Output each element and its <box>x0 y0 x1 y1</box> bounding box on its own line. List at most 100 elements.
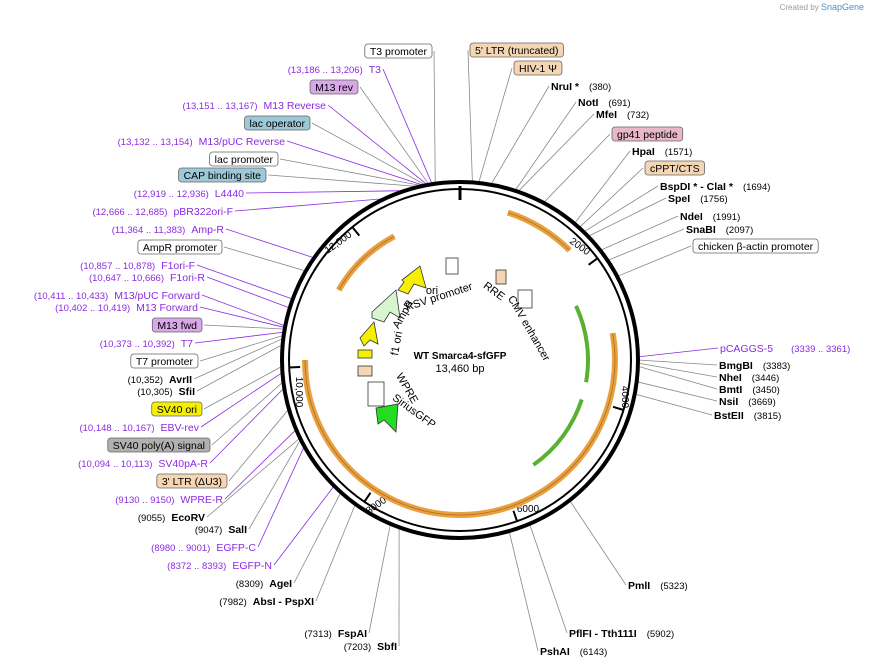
feature-box <box>692 238 819 254</box>
enzyme-position: (3383) <box>763 361 790 372</box>
primer-name: F1ori-R <box>170 272 205 284</box>
label-egfp-c: EGFP-C(8980 .. 9001) <box>151 542 256 554</box>
primer-position: (10,402 .. 10,419) <box>55 303 130 314</box>
primer-position: (10,094 .. 10,113) <box>78 459 152 470</box>
enzyme-name: SnaBI <box>686 224 716 236</box>
feature-box <box>209 151 279 167</box>
feature-arc-edge <box>507 212 570 251</box>
primer-position: (10,647 .. 10,666) <box>89 273 164 284</box>
primer-name: M13/pUC Reverse <box>199 136 286 148</box>
f1-ori-arrow <box>359 321 379 347</box>
primer-name: WPRE-R <box>180 494 223 506</box>
feature-box <box>611 126 684 142</box>
green-feature-arc <box>532 398 584 467</box>
leader-line <box>200 372 283 428</box>
leader-line <box>382 68 433 185</box>
leader-line <box>617 245 692 277</box>
leader-line <box>517 113 595 192</box>
label-ecorv: EcoRV(9055) <box>138 512 205 524</box>
label-t3-promoter: T3 promoter <box>364 43 433 59</box>
feature-box <box>309 79 359 95</box>
enzyme-name: BspDI * - ClaI * <box>660 181 734 193</box>
feature-label: SV40 ori <box>157 404 197 416</box>
primer-name: EBV-rev <box>160 422 199 434</box>
label-pflfi-tth111i: PflFI - Tth111I(5902) <box>569 628 674 640</box>
leader-line <box>368 523 391 634</box>
enzyme-name: BmtI <box>719 384 742 396</box>
leader-line <box>359 86 430 185</box>
enzyme-position: (732) <box>627 110 649 121</box>
leader-line <box>583 185 659 233</box>
primer-position: (13,132 .. 13,154) <box>118 137 193 148</box>
primer-position: (11,364 .. 11,383) <box>112 225 186 236</box>
feature-label: 5' LTR (truncated) <box>475 45 559 57</box>
leader-line <box>209 387 285 464</box>
enzyme-position: (1571) <box>665 147 692 158</box>
label-3-ltr-u3: 3' LTR (ΔU3) <box>156 473 228 489</box>
primer-name: M13/pUC Forward <box>114 290 200 302</box>
label-mfei: MfeI(732) <box>596 109 649 121</box>
feature-box <box>107 437 211 453</box>
inner-label-ori: ori <box>426 285 438 297</box>
leader-line <box>203 324 285 330</box>
enzyme-name: AvrII <box>169 374 192 386</box>
leader-line <box>607 228 685 261</box>
label-sv40pa-r: SV40pA-R(10,094 .. 10,113) <box>78 458 208 470</box>
primer-name: pCAGGS-5 <box>720 343 773 355</box>
leader-line <box>490 85 550 185</box>
feature-label: chicken β-actin promoter <box>698 241 814 253</box>
enzyme-position: (9055) <box>138 513 165 524</box>
rre-box <box>495 269 507 285</box>
feature-arc-edge <box>325 333 616 516</box>
enzyme-name: SpeI <box>668 193 690 205</box>
enzyme-position: (3669) <box>748 397 775 408</box>
backbone-outer <box>280 180 640 540</box>
enzyme-position: (7313) <box>304 629 331 640</box>
primer-position: (10,373 .. 10,392) <box>100 339 175 350</box>
credit-brand: SnapGene <box>820 2 864 12</box>
label-nhei: NheI(3446) <box>719 372 779 384</box>
label-m13-rev: M13 rev <box>309 79 359 95</box>
inner-label-rsv-promoter: RSV promoter <box>404 281 474 314</box>
leader-line <box>293 492 342 584</box>
ampr-arrow <box>371 289 401 323</box>
label-t7-promoter: T7 promoter <box>130 353 199 369</box>
leader-line <box>286 140 425 186</box>
rsv-promoter-box <box>445 257 459 275</box>
label-bspdi-clai: BspDI * - ClaI * (1694) <box>660 181 770 193</box>
label-hpai: HpaI(1571) <box>632 146 692 158</box>
tick-label: 4000 <box>619 386 630 409</box>
feature-label: lac operator <box>250 118 306 130</box>
feature-arc-edge <box>338 236 395 291</box>
label-m13-puc-reverse: M13/pUC Reverse (13,132 .. 13,154) <box>118 136 286 148</box>
leader-line <box>587 197 667 237</box>
leader-line <box>637 365 718 390</box>
label-pshai: PshAI(6143) <box>540 646 607 658</box>
enzyme-position: (9047) <box>195 525 222 536</box>
leader-line <box>637 347 719 358</box>
label-5-ltr-truncated: 5' LTR (truncated) <box>469 42 564 58</box>
primer-position: (10,857 .. 10,878) <box>80 261 155 272</box>
leader-line <box>223 246 306 272</box>
primer-name: M13 Forward <box>136 302 198 314</box>
leader-line <box>467 49 473 183</box>
label-t3: T3(13,186 .. 13,206) <box>288 64 381 76</box>
enzyme-position: (2097) <box>726 225 753 236</box>
leader-line <box>529 523 568 634</box>
siriusgfp-arrow <box>375 403 399 433</box>
leader-line <box>225 228 315 259</box>
enzyme-name: PshAI <box>540 646 570 658</box>
label-m13-forward: M13 Forward (10,402 .. 10,419) <box>55 302 198 314</box>
leader-line <box>196 344 283 392</box>
enzyme-position: (5902) <box>647 629 674 640</box>
enzyme-position: (5323) <box>660 581 687 592</box>
tick-mark <box>612 405 624 411</box>
label-egfp-n: EGFP-N(8372 .. 8393) <box>167 560 272 572</box>
enzyme-position: (1694) <box>743 182 770 193</box>
feature-label: T7 promoter <box>136 356 194 368</box>
primer-position: (8372 .. 8393) <box>167 561 226 572</box>
enzyme-name: NdeI <box>680 211 703 223</box>
primer-position: (12,666 .. 12,685) <box>92 207 167 218</box>
enzyme-name: PmlI <box>628 580 650 592</box>
